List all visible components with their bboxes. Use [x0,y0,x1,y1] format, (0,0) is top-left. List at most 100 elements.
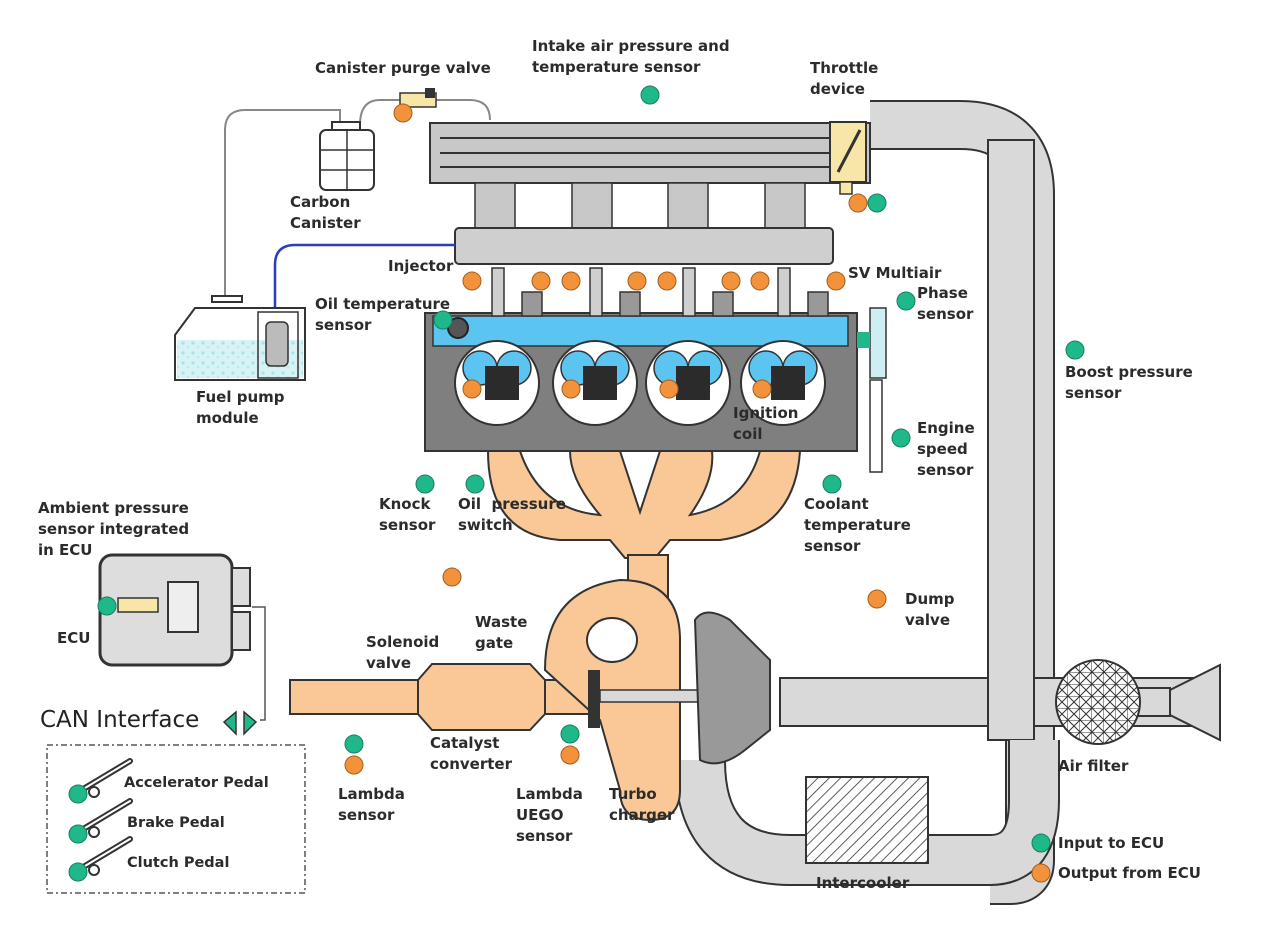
label-carbon-canister: Carbon Canister [290,193,361,232]
oil-pressure-switch-dot [465,474,485,494]
oil-temperature-sensor-dot [433,310,453,330]
label-air-filter: Air filter [1058,757,1129,775]
ignition-coil-dot [462,379,482,399]
pedal-signal-dot [68,784,88,804]
label-ecu: ECU [57,629,91,647]
pedal-label-clutch: Clutch Pedal [127,855,230,871]
injector-dot [561,271,581,291]
cylinders [454,267,829,426]
fuel-rail [454,227,834,265]
label-intercooler: Intercooler [816,874,910,892]
injector [491,267,505,317]
label-canister-purge-valve: Canister purge valve [315,59,491,77]
cam-wheel [857,307,887,473]
throttle-output-dot [848,193,868,213]
label-dump-valve: Dump valve [905,590,955,629]
air-filter [1055,659,1221,745]
pedal-icons [68,758,133,882]
intercooler [805,776,929,864]
pedal-arm-inner [79,760,131,792]
solenoid-valve-dot [442,567,462,587]
pedal-icon [68,836,133,882]
coolant-temperature-sensor-dot [822,474,842,494]
pedal-arm-inner [79,800,131,832]
multiair-valve [521,291,543,317]
legend-output-label: Output from ECU [1058,864,1201,882]
pedal-pivot [88,826,100,838]
injector-dot [657,271,677,291]
throttle-device [829,121,867,195]
signal-dots [97,85,1085,775]
multiair-dot [826,271,846,291]
phase-sensor-dot [896,291,916,311]
legend-input-dot [1031,833,1051,853]
label-intake-air-sensor: Intake air pressure and temperature sens… [532,37,730,76]
uego-sensor-input-dot [560,724,580,744]
ignition-coil [583,366,617,400]
label-boost-pressure-sensor: Boost pressure sensor [1065,363,1193,402]
cylinder [552,267,641,426]
pedal-pivot [88,864,100,876]
multiair-valve [619,291,641,317]
turbocharger [543,578,771,822]
multiair-valve [807,291,829,317]
exhaust-manifold [486,450,802,616]
engine-speed-sensor-dot [891,428,911,448]
pedal-signal-dot [68,862,88,882]
multiair-dot [531,271,551,291]
boost-pressure-sensor-dot [1065,340,1085,360]
multiair-dot [627,271,647,291]
label-knock-sensor: Knock sensor [379,495,436,534]
legend-output-dot [1031,863,1051,883]
label-ignition-coil: Ignition coil [733,404,799,443]
pedal-icon [68,758,133,804]
label-catalyst-converter: Catalyst converter [430,734,512,773]
pedal-label-brake: Brake Pedal [127,815,225,831]
injector [777,267,791,317]
pedal-signal-dot [68,824,88,844]
ignition-coil [676,366,710,400]
intake-manifold [429,122,871,229]
injector-dot [750,271,770,291]
multiair-valve [712,291,734,317]
label-ambient-pressure-sensor: Ambient pressure sensor integrated in EC… [38,499,190,559]
legend-input-label: Input to ECU [1058,834,1165,852]
carbon-canister [319,121,375,191]
fuel-pump-module [174,295,306,381]
ignition-coil-dot [659,379,679,399]
label-sv-multiair: SV Multiair [848,264,942,282]
label-turbo-charger: Turbo charger [609,785,675,824]
uego-sensor-output-dot [560,745,580,765]
pedal-icon [68,798,133,844]
ignition-coil-dot [752,379,772,399]
injector [682,267,696,317]
label-lambda-sensor: Lambda sensor [338,785,405,824]
lambda-sensor-input-dot [344,734,364,754]
label-phase-sensor: Phase sensor [917,284,974,323]
throttle-input-dot [867,193,887,213]
intake-air-sensor-dot [640,85,660,105]
cylinder [740,267,829,426]
pedal-label-accelerator: Accelerator Pedal [124,775,269,791]
injector-dot [462,271,482,291]
label-coolant-temperature-sensor: Coolant temperature sensor [804,495,911,555]
label-fuel-pump-module: Fuel pump module [196,388,285,427]
label-can-interface: CAN Interface [40,707,200,733]
label-injector: Injector [388,257,454,275]
ignition-coil-dot [561,379,581,399]
label-waste-gate: Waste gate [475,613,528,652]
label-lambda-uego-sensor: Lambda UEGO sensor [516,785,583,845]
label-oil-pressure-switch: Oil pressure switch [458,495,566,534]
exhaust-pipe [289,663,591,731]
knock-sensor-dot [415,474,435,494]
cylinder [645,267,734,426]
ignition-coil [485,366,519,400]
label-throttle-device: Throttle device [810,59,879,98]
can-interface-icon [222,710,258,736]
label-oil-temperature-sensor: Oil temperature sensor [315,295,451,334]
pedal-pivot [88,786,100,798]
label-engine-speed-sensor: Engine speed sensor [917,419,975,479]
pedal-arm-inner [79,838,131,870]
pedal-group-box [46,744,306,894]
